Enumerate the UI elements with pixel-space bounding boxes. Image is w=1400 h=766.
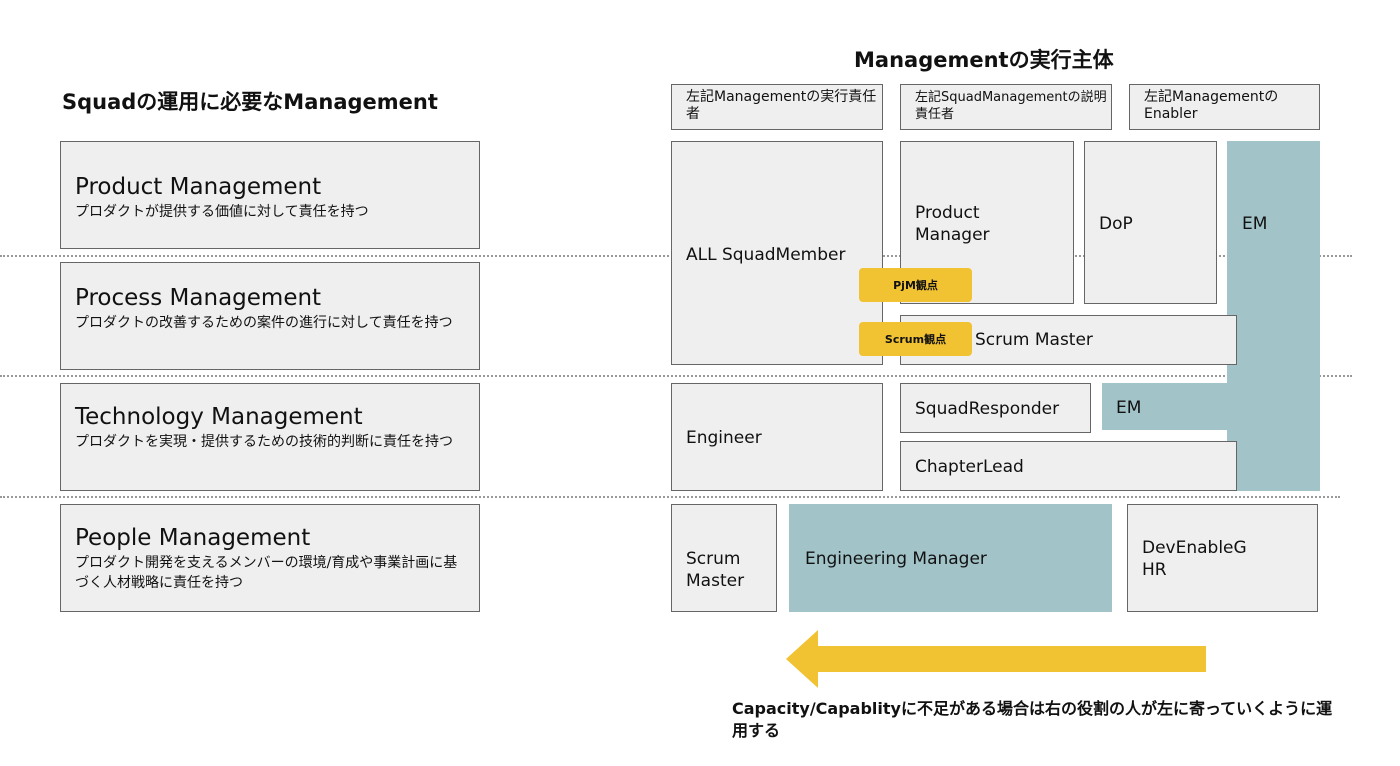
role-label: ALL SquadMember — [686, 245, 846, 265]
role-box-chapter-lead: ChapterLead — [900, 441, 1237, 491]
management-desc: プロダクトが提供する価値に対して責任を持つ — [75, 204, 369, 220]
role-box-engineering-manager: Engineering Manager — [789, 504, 1112, 612]
row-divider — [0, 375, 1352, 377]
role-box-engineer: Engineer — [671, 383, 883, 491]
role-label: Product Manager — [915, 203, 990, 245]
management-box-process: Process Management プロダクトの改善するための案件の進行に対し… — [60, 262, 480, 370]
role-label: DevEnableG HR — [1142, 538, 1247, 580]
role-label: SquadResponder — [915, 399, 1060, 419]
em-column-block — [1227, 141, 1320, 491]
role-em-top: EM — [1242, 214, 1268, 234]
header-executor: 左記Managementの実行責任者 — [671, 84, 883, 130]
scrum-perspective-tag: Scrum観点 — [859, 322, 972, 356]
management-title: Process Management — [75, 285, 322, 311]
role-em-mid: EM — [1116, 398, 1142, 418]
header-accountable: 左記SquadManagementの説明責任者 — [900, 84, 1112, 130]
management-desc: プロダクト開発を支えるメンバーの環境/育成や事業計画に基づく人材戦略に責任を持つ — [75, 555, 458, 591]
role-label: Engineer — [686, 428, 762, 448]
management-title: People Management — [75, 525, 311, 551]
pjm-perspective-tag: PjM観点 — [859, 268, 972, 302]
row-divider — [0, 496, 1340, 498]
management-box-technology: Technology Management プロダクトを実現・提供するための技術… — [60, 383, 480, 491]
management-box-product: Product Management プロダクトが提供する価値に対して責任を持つ — [60, 141, 480, 249]
management-desc: プロダクトの改善するための案件の進行に対して責任を持つ — [75, 315, 453, 331]
role-label: ChapterLead — [915, 457, 1024, 477]
left-title: Squadの運用に必要なManagement — [62, 90, 438, 114]
role-box-squad-responder: SquadResponder — [900, 383, 1091, 433]
role-label: Scrum Master — [975, 330, 1093, 350]
management-box-people: People Management プロダクト開発を支えるメンバーの環境/育成や… — [60, 504, 480, 612]
role-box-dop: DoP — [1084, 141, 1217, 304]
role-box-scrum-master-people: Scrum Master — [671, 504, 777, 612]
role-label: DoP — [1099, 214, 1133, 234]
em-mid-block — [1102, 383, 1247, 430]
management-title: Product Management — [75, 174, 322, 200]
role-label: Scrum Master — [686, 549, 745, 591]
management-desc: プロダクトを実現・提供するための技術的判断に責任を持つ — [75, 434, 453, 450]
left-arrow-icon — [786, 630, 1206, 688]
role-box-all-squad-member: ALL SquadMember — [671, 141, 883, 365]
role-label: Engineering Manager — [805, 549, 987, 569]
role-box-dev-enable-g-hr: DevEnableG HR — [1127, 504, 1318, 612]
right-title: Managementの実行主体 — [854, 48, 1114, 72]
management-title: Technology Management — [75, 404, 363, 430]
header-enabler: 左記ManagementのEnabler — [1129, 84, 1320, 130]
footnote: Capacity/Capablityに不足がある場合は右の役割の人が左に寄ってい… — [732, 699, 1333, 740]
